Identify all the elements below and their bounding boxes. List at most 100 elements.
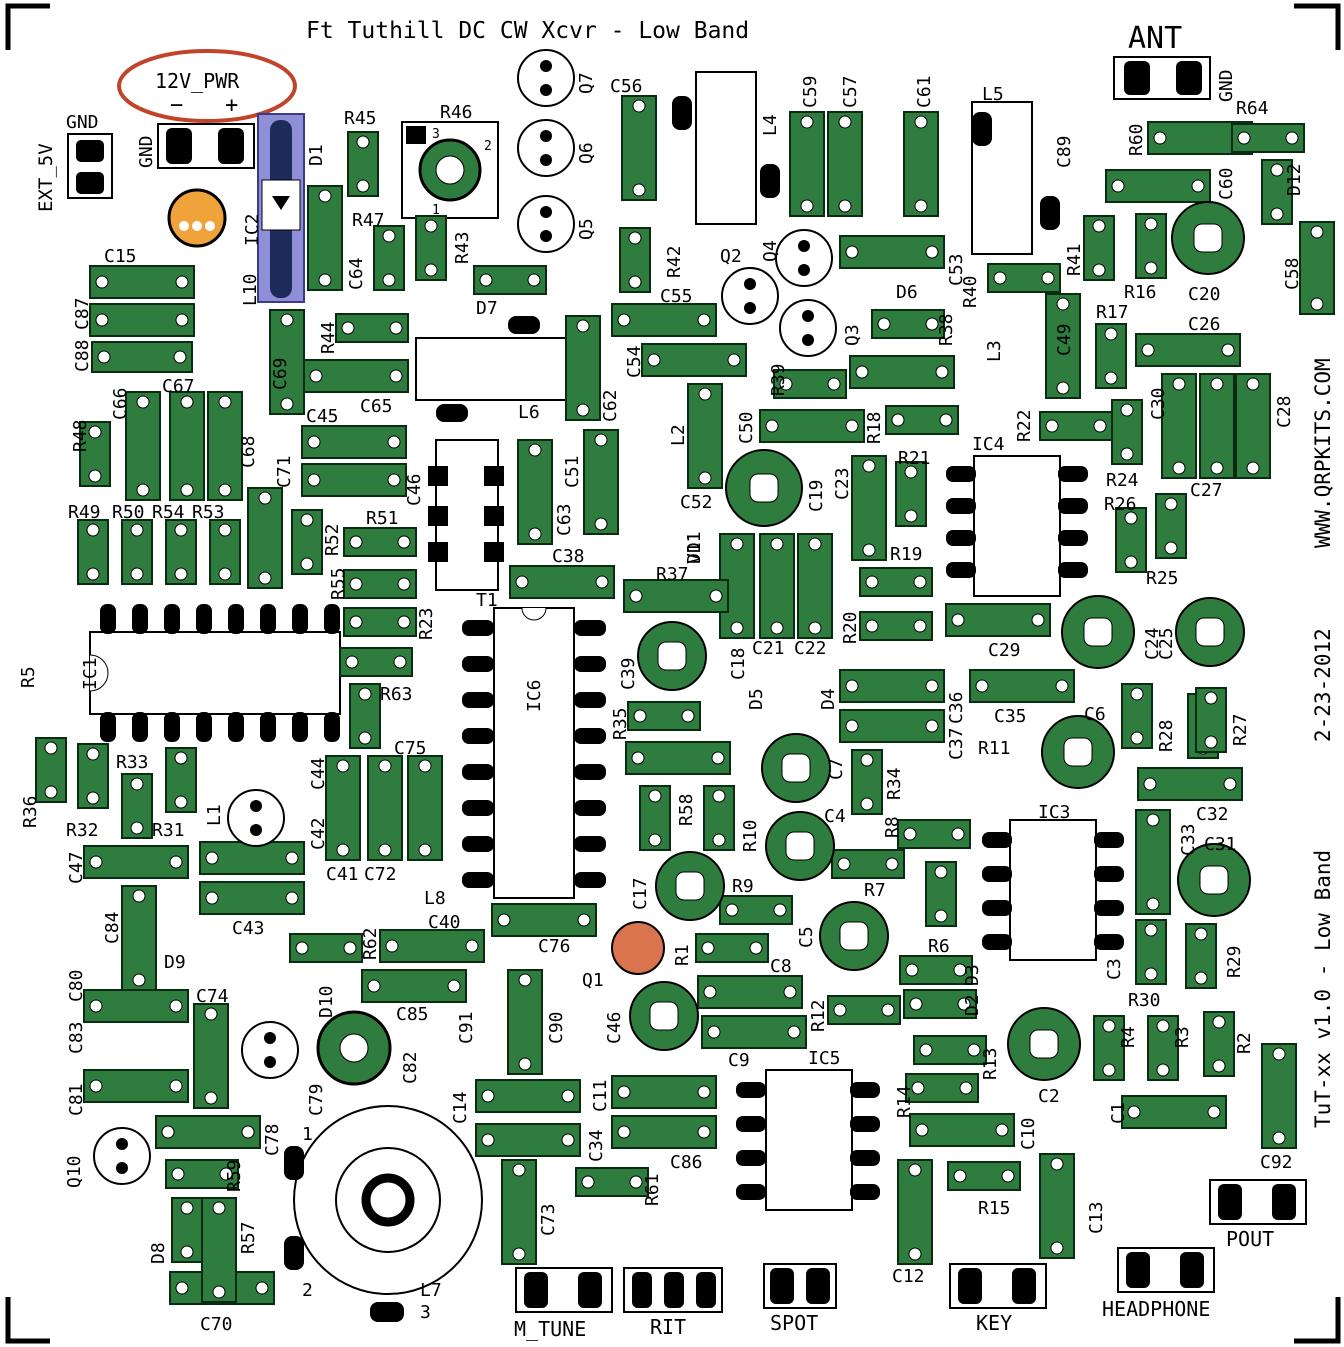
ext5v-connector[interactable]: [67, 133, 113, 199]
refdes-label: L5: [982, 84, 1004, 105]
ext5v-gnd-label: GND: [66, 112, 99, 133]
pcb-component-pad: [627, 701, 701, 731]
refdes-label: R22: [1014, 409, 1035, 442]
refdes-label: R30: [1128, 990, 1161, 1011]
refdes-label: C18: [728, 647, 749, 680]
pout-connector[interactable]: [1209, 1179, 1307, 1225]
board-corner-marks: [5, 3, 1341, 1344]
refdes-label: R46: [440, 102, 473, 123]
r46-pin-2: 2: [484, 139, 492, 154]
headphone-label: HEADPHONE: [1102, 1297, 1210, 1321]
pcb-component-pad: [827, 995, 901, 1025]
refdes-label: R34: [884, 767, 905, 800]
refdes-label: C38: [552, 546, 585, 567]
pcb-component-pad: [831, 849, 905, 879]
pcb-component-pad: [361, 969, 467, 1003]
power-annotation-ring: [117, 49, 297, 123]
pcb-component-pad: [839, 669, 945, 703]
transistor-footprint: [721, 267, 779, 325]
spot-connector[interactable]: [763, 1263, 837, 1309]
version-label: TuT-xx v1.0 - Low Band: [1311, 850, 1335, 1128]
pcb-component-pad: [1137, 767, 1243, 801]
ic4-package: [946, 455, 1088, 597]
pcb-component-pad: [89, 303, 195, 337]
refdes-label: R12: [808, 999, 829, 1032]
refdes-label: C2: [1038, 1086, 1060, 1107]
headphone-connector[interactable]: [1117, 1247, 1215, 1293]
m-tune-connector[interactable]: [515, 1267, 613, 1313]
pcb-component-pad: [987, 263, 1061, 293]
electrolytic-capacitor: [1171, 201, 1245, 275]
refdes-label: L10: [240, 273, 261, 306]
pwr-gnd-label: GND: [136, 135, 157, 168]
pcb-component-pad: [897, 1159, 933, 1265]
pcb-component-pad: [491, 903, 597, 937]
pcb-component-pad: [625, 741, 731, 775]
refdes-label: C90: [546, 1011, 567, 1044]
power-minus: −: [170, 93, 183, 118]
key-connector[interactable]: [949, 1263, 1047, 1309]
pcb-component-pad: [1203, 1011, 1235, 1077]
pcb-component-pad: [291, 509, 323, 575]
transistor-footprint: [517, 119, 575, 177]
pcb-component-pad: [859, 567, 933, 597]
refdes-label: D5: [746, 688, 767, 710]
refdes-label: R2: [1234, 1032, 1255, 1054]
pout-label: POUT: [1226, 1227, 1274, 1251]
pcb-component-pad: [1261, 159, 1293, 225]
pcb-component-pad: [839, 709, 945, 743]
refdes-label: C47: [66, 851, 87, 884]
pcb-component-pad: [719, 895, 793, 925]
transistor-footprint: [517, 49, 575, 107]
pcb-component-pad: [1161, 373, 1197, 479]
refdes-label: C70: [200, 1314, 233, 1335]
pcb-component-pad: [269, 309, 305, 415]
electrolytic-capacitor: [637, 621, 707, 691]
refdes-label: C21: [752, 638, 785, 659]
refdes-label: C53: [946, 253, 967, 286]
refdes-label: D9: [164, 952, 186, 973]
pcb-component-pad: [247, 487, 283, 589]
pcb-component-pad: [349, 683, 381, 749]
transistor-footprint: [93, 1127, 151, 1185]
l7-variable-inductor: [284, 1105, 483, 1322]
transistor-footprint: [227, 789, 285, 847]
refdes-label: Q10: [64, 1155, 85, 1188]
transistor-footprint: [775, 229, 833, 287]
refdes-label: Q5: [576, 218, 597, 240]
refdes-label: R40: [960, 275, 981, 308]
r46-pin-1: 1: [432, 203, 440, 218]
refdes-label: C12: [892, 1266, 925, 1287]
pcb-component-pad: [335, 313, 409, 343]
l7-pin-2: 2: [302, 1280, 313, 1301]
pcb-component-pad: [1231, 123, 1305, 153]
electrolytic-capacitor: [761, 733, 831, 803]
refdes-label: C27: [1190, 480, 1223, 501]
rit-connector[interactable]: [623, 1267, 723, 1313]
refdes-label: C84: [102, 911, 123, 944]
refdes-label: R9: [732, 876, 754, 897]
refdes-label: R4: [1118, 1026, 1139, 1048]
pcb-component-pad: [501, 1159, 537, 1265]
refdes-label: R29: [1224, 945, 1245, 978]
refdes-label: C50: [736, 411, 757, 444]
refdes-label: D12: [1284, 163, 1305, 196]
refdes-label: L3: [984, 340, 1005, 362]
pcb-component-pad: [1083, 215, 1115, 281]
refdes-label: C62: [600, 389, 621, 422]
power-connector[interactable]: [157, 123, 255, 169]
ant-connector[interactable]: [1113, 56, 1211, 100]
refdes-label: C19: [806, 479, 827, 512]
refdes-label: C44: [308, 757, 329, 790]
pcb-component-pad: [91, 341, 193, 373]
l7-pin-3: 3: [420, 1302, 431, 1323]
refdes-label: C79: [306, 1083, 327, 1116]
pcb-component-pad: [621, 95, 657, 201]
refdes-label: R62: [360, 927, 381, 960]
spot-label: SPOT: [770, 1311, 818, 1335]
refdes-label: D2: [962, 994, 983, 1016]
pcb-component-pad: [343, 527, 417, 557]
pcb-component-pad: [909, 1113, 1015, 1147]
refdes-label: R23: [416, 607, 437, 640]
ant-gnd-label: GND: [1216, 69, 1237, 102]
